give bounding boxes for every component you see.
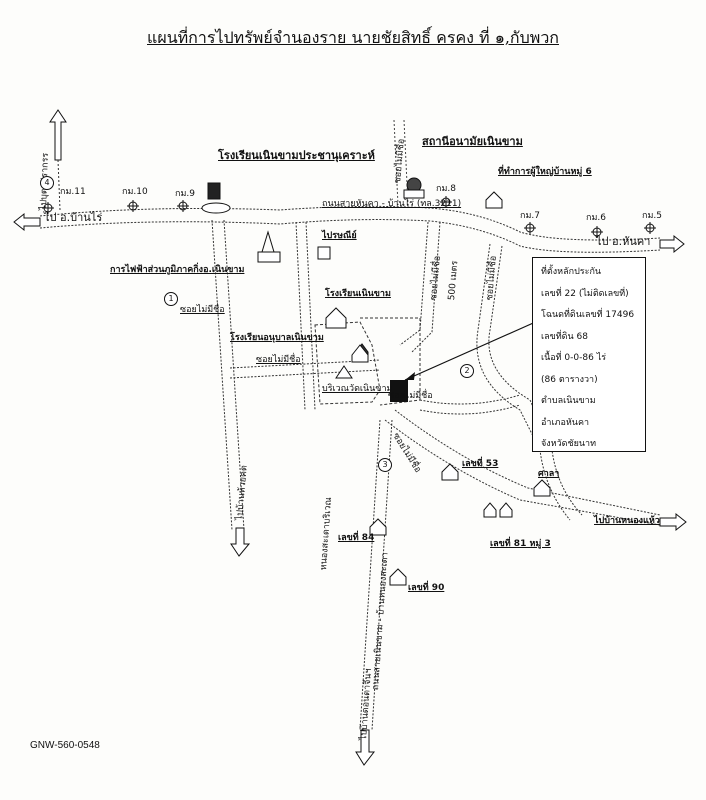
info-line: เลขที่ดิน 68 [541, 331, 588, 342]
label-house-84: เลขที่ 84 [338, 533, 375, 543]
label-school-north: โรงเรียนเนินขามประชานุเคราะห์ [218, 149, 375, 162]
building-icons [201, 177, 551, 586]
km-label: กม.6 [586, 213, 606, 223]
temple-area [314, 321, 381, 405]
arrow-south-left [230, 527, 251, 557]
label-house-90: เลขที่ 90 [408, 583, 445, 593]
label-house-53: เลขที่ 53 [462, 459, 499, 469]
label-dir-east: ไป อ.หันคา [596, 235, 651, 248]
km-marker-icons [42, 196, 656, 238]
circle-number: 3 [378, 458, 392, 472]
label-main-road: ถนนสายหันคา - บ้านไร่ (ทล.3211) [322, 199, 462, 209]
km-label: กม.10 [122, 187, 148, 197]
collateral-plot [390, 380, 408, 402]
km-label: กม.11 [60, 187, 86, 197]
label-sala: ศาลา [538, 469, 560, 479]
label-post-office: ไปรษณีย์ [322, 231, 357, 241]
km-label: กม.7 [520, 211, 540, 221]
label-house-81: เลขที่ 81 หมู่ 3 [490, 539, 551, 549]
arrow-east [659, 234, 685, 254]
km-label: กม.5 [642, 211, 662, 221]
circle-number: 1 [164, 292, 178, 306]
info-line: เนื้อที่ 0-0-86 ไร่ [541, 353, 607, 363]
label-dir-west: ไป อ.บ้านไร่ [44, 211, 103, 224]
km-label: กม.9 [175, 189, 195, 199]
arrow-east-nongkhae [659, 512, 687, 532]
info-line: โฉนดที่ดินเลขที่ 17496 [541, 310, 635, 320]
arrow-south [355, 729, 376, 766]
label-school-mid: โรงเรียนเนินขาม [325, 289, 391, 299]
label-soi-west: ซอยไม่มีชื่อ [256, 355, 301, 365]
collateral-info-box: ที่ตั้งหลักประกัน เลขที่ 22 (ไม่ติดเลขที… [532, 257, 646, 452]
label-soi-plot: ซอยไม่มีชื่อ [388, 391, 433, 401]
label-soi-1: ซอยไม่มีชื่อ [180, 305, 225, 315]
circle-number: 4 [40, 176, 54, 190]
info-line: เลขที่ 22 (ไม่ติดเลขที่) [541, 288, 629, 299]
info-line: (86 ตารางวา) [541, 374, 598, 385]
info-line: อำเภอหันคา [541, 417, 590, 428]
label-village-head: ที่ทำการผู้ใหญ่บ้านหมู่ 6 [498, 167, 592, 177]
label-temple: บริเวณวัดเนินขาม [322, 384, 393, 394]
document-code: GNW-560-0548 [30, 740, 100, 751]
label-kindergarten: โรงเรียนอนุบาลเนินขาม [230, 333, 324, 343]
main-road [39, 205, 661, 253]
circle-number: 2 [460, 364, 474, 378]
label-pea: การไฟฟ้าส่วนภูมิภาคกิ่งอ.เนินขาม [110, 265, 245, 275]
km-label: กม.8 [436, 184, 456, 194]
arrow-west [13, 212, 41, 232]
label-health-center: สถานีอนามัยเนินขาม [422, 135, 523, 148]
label-to-nongkhae: ไปบ้านหนองแห้ว [594, 516, 660, 526]
map-title: แผนที่การไปทรัพย์จำนองราย นายชัยสิทธิ์ ค… [147, 28, 559, 47]
arrow-north-left [49, 109, 67, 161]
info-line: จังหวัดชัยนาท [541, 439, 597, 449]
info-line: ตำบลเนินขาม [541, 396, 596, 406]
info-line: ที่ตั้งหลักประกัน [541, 267, 602, 277]
